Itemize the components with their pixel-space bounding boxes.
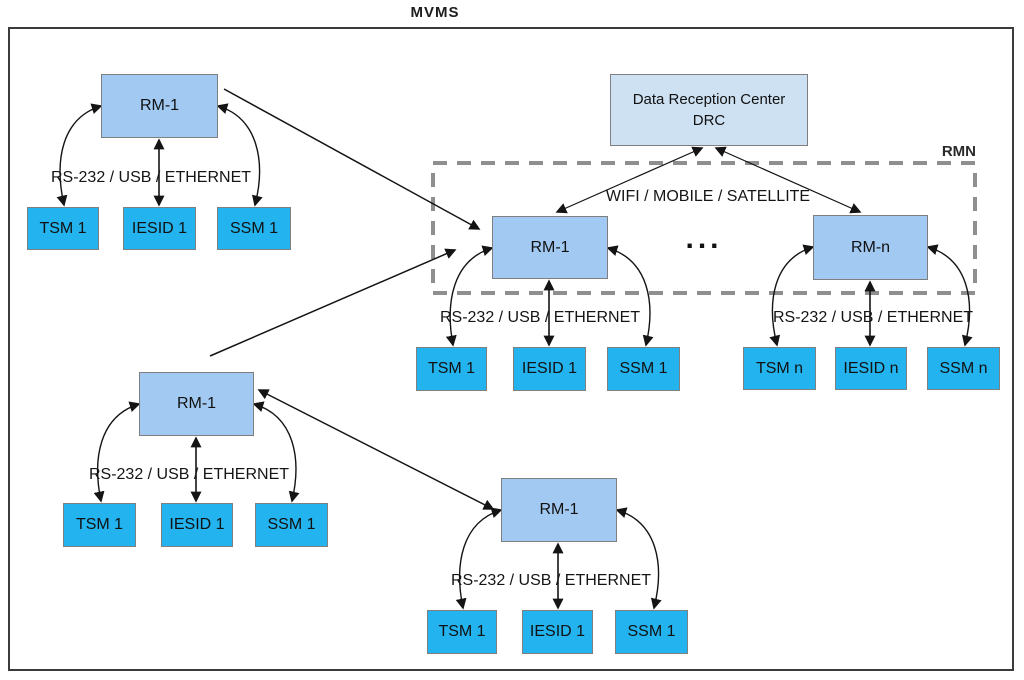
node-drc: Data Reception Center DRC	[610, 74, 808, 146]
arrow-topleft-rm-ssm	[216, 103, 263, 207]
serial-label-bottom: RS-232 / USB / ETHERNET	[450, 572, 652, 589]
arrow-rmnn-rm-tsm	[769, 244, 815, 347]
node-tsm-midleft: TSM 1	[63, 503, 136, 547]
node-tsm-rmn-1: TSM 1	[416, 347, 487, 391]
serial-label-topleft: RS-232 / USB / ETHERNET	[50, 169, 252, 186]
arrow-rmn1-rm-ssm	[606, 245, 654, 347]
link-drc-to-rmn-rm1	[555, 146, 704, 214]
arrow-topleft-rm-tsm	[56, 103, 103, 207]
wifi-link-label: WIFI / MOBILE / SATELLITE	[605, 188, 811, 205]
arrow-midleft-rm-tsm	[93, 401, 141, 503]
node-ssm-midleft: SSM 1	[255, 503, 328, 547]
arrow-midleft-rm-ssm	[252, 401, 300, 503]
node-tsm-topleft: TSM 1	[27, 207, 99, 250]
serial-label-midleft: RS-232 / USB / ETHERNET	[88, 466, 290, 483]
node-ssm-topleft: SSM 1	[217, 207, 291, 250]
node-ssm-rmn-n: SSM n	[927, 347, 1000, 390]
node-iesid-bottom: IESID 1	[522, 610, 593, 654]
node-rm-rmn-n: RM-n	[813, 215, 928, 280]
drc-label-line1: Data Reception Center	[632, 91, 786, 108]
mvms-boundary-frame	[8, 27, 1014, 671]
node-rm-topleft: RM-1	[101, 74, 218, 138]
rmn-dashed-border	[431, 161, 977, 295]
node-tsm-bottom: TSM 1	[427, 610, 497, 654]
rmn-group-label: RMN	[941, 143, 976, 160]
node-ssm-rmn-1: SSM 1	[607, 347, 680, 391]
drc-label-line2: DRC	[692, 112, 726, 129]
arrow-rmnn-rm-ssm	[926, 244, 973, 347]
node-tsm-rmn-n: TSM n	[743, 347, 816, 390]
link-midleft-to-bottom	[257, 389, 495, 510]
node-iesid-topleft: IESID 1	[123, 207, 196, 250]
node-rm-bottom: RM-1	[501, 478, 617, 542]
arrow-bottom-rm-ssm	[615, 507, 662, 610]
link-drc-to-rmn-rmn	[714, 146, 862, 214]
arrow-rmn1-rm-tsm	[445, 245, 494, 347]
link-topleft-to-rmn-rm1	[223, 88, 481, 230]
node-rm-rmn-1: RM-1	[492, 216, 608, 279]
serial-label-rmn-1: RS-232 / USB / ETHERNET	[439, 309, 641, 326]
node-rm-midleft: RM-1	[139, 372, 254, 436]
node-iesid-rmn-n: IESID n	[835, 347, 907, 390]
serial-label-rmn-n: RS-232 / USB / ETHERNET	[772, 309, 974, 326]
link-midleft-to-rmn-rm1	[209, 248, 457, 357]
arrow-bottom-rm-tsm	[455, 507, 503, 610]
node-iesid-rmn-1: IESID 1	[513, 347, 586, 391]
diagram-title: MVMS	[410, 4, 460, 21]
node-iesid-midleft: IESID 1	[161, 503, 233, 547]
ellipsis-more-rm: ...	[685, 222, 723, 255]
node-ssm-bottom: SSM 1	[615, 610, 688, 654]
